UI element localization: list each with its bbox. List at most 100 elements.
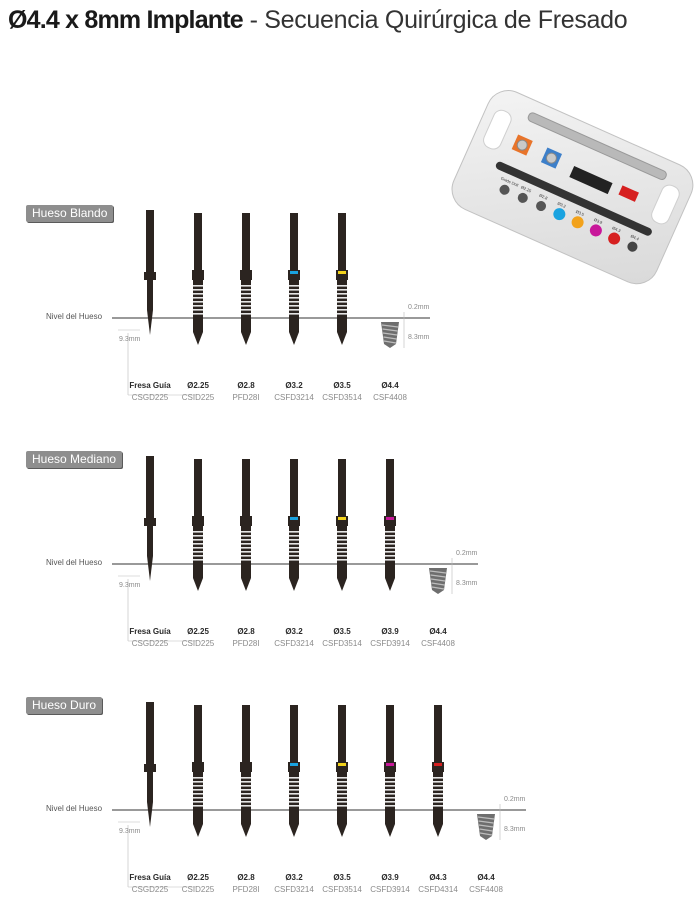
drill-diameter: Ø3.9 [381, 873, 399, 882]
guide-drill [144, 456, 156, 581]
depth-mark [241, 797, 251, 799]
depth-mark [289, 777, 299, 779]
implant-thread [382, 328, 398, 332]
implant-thread [429, 570, 447, 574]
drill-diameter: Ø2.25 [187, 381, 209, 390]
drill-diameter: Ø3.9 [381, 627, 399, 636]
twist-drill [336, 705, 348, 837]
twist-drill [240, 213, 252, 345]
implant-thread [430, 578, 446, 582]
depth-mark [289, 785, 299, 787]
depth-mark [241, 539, 251, 541]
depth-mark [385, 535, 395, 537]
depth-mark [289, 801, 299, 803]
page-title: Ø4.4 x 8mm Implante - Secuencia Quirúrgi… [8, 6, 628, 35]
depth-mark [289, 797, 299, 799]
depth-mark [385, 551, 395, 553]
depth-mark [337, 789, 347, 791]
depth-mark [241, 555, 251, 557]
drill-code: CSGD225 [131, 885, 169, 894]
twist-drill [192, 213, 204, 345]
drill-code: CSFD4314 [418, 885, 458, 894]
depth-mark [241, 289, 251, 291]
kit-label: Ø2.8 [538, 193, 549, 201]
depth-mark [385, 777, 395, 779]
depth-mark [193, 301, 203, 303]
depth-mark [433, 805, 443, 807]
depth-mark [385, 539, 395, 541]
depth-mark [241, 789, 251, 791]
depth-mark [241, 297, 251, 299]
drill-diameter: Ø3.2 [285, 627, 303, 636]
depth-mark [289, 309, 299, 311]
drill-code: CSFD3514 [322, 639, 362, 648]
implant [429, 568, 447, 594]
depth-mark [193, 805, 203, 807]
depth-mark [289, 297, 299, 299]
depth-mark [385, 797, 395, 799]
depth-mark [289, 805, 299, 807]
depth-mark [193, 535, 203, 537]
guide-depth-label: 9.3mm [119, 828, 141, 835]
drill-code: CSF4408 [421, 639, 455, 648]
drill-diameter: Ø2.25 [187, 873, 209, 882]
kit-label: Ø3.5 [575, 209, 586, 217]
depth-mark [241, 305, 251, 307]
depth-mark [289, 535, 299, 537]
depth-mark [337, 805, 347, 807]
depth-mark [193, 789, 203, 791]
twist-drill [432, 705, 444, 837]
depth-mark [289, 551, 299, 553]
drill-diameter: Ø2.25 [187, 627, 209, 636]
depth-mark [241, 805, 251, 807]
implant-thread [478, 824, 494, 828]
depth-mark [289, 543, 299, 545]
depth-mark [193, 797, 203, 799]
depth-mark [337, 285, 347, 287]
depth-mark [241, 535, 251, 537]
drill-code: CSFD3214 [274, 639, 314, 648]
twist-drill [240, 705, 252, 837]
depth-mark [289, 293, 299, 295]
drill-diameter: Fresa Guía [129, 627, 171, 636]
depth-mark [193, 547, 203, 549]
drill-code: CSGD225 [131, 393, 169, 402]
drill-code: CSFD3914 [370, 885, 410, 894]
top-gap-label: 0.2mm [456, 550, 478, 557]
kit-label: Ø4.4 [630, 233, 641, 241]
depth-mark [337, 531, 347, 533]
depth-mark [433, 785, 443, 787]
depth-mark [289, 531, 299, 533]
depth-mark [193, 293, 203, 295]
top-gap-label: 0.2mm [408, 304, 430, 311]
depth-mark [337, 289, 347, 291]
implant-thread [383, 340, 397, 344]
implant-thread [479, 832, 493, 836]
depth-mark [289, 793, 299, 795]
depth-mark [193, 285, 203, 287]
depth-mark [337, 551, 347, 553]
depth-mark [385, 785, 395, 787]
depth-mark [433, 801, 443, 803]
depth-mark [337, 297, 347, 299]
depth-mark [241, 301, 251, 303]
drill-diameter: Ø4.4 [477, 873, 495, 882]
depth-mark [193, 801, 203, 803]
depth-mark [289, 547, 299, 549]
depth-mark [337, 555, 347, 557]
drill-diameter: Ø3.2 [285, 381, 303, 390]
drill-code: PFD28I [232, 639, 260, 648]
drill-diagram [112, 456, 478, 642]
depth-mark [241, 547, 251, 549]
twist-drill [384, 459, 396, 591]
drill-code: CSFD3214 [274, 885, 314, 894]
drill-diagram [112, 702, 526, 888]
implant-thread [478, 820, 494, 824]
kit-label: Ø2.25 [520, 184, 533, 193]
depth-mark [337, 539, 347, 541]
depth-mark [193, 289, 203, 291]
twist-drill [288, 459, 300, 591]
depth-mark [289, 313, 299, 315]
depth-mark [193, 543, 203, 545]
depth-mark [193, 555, 203, 557]
